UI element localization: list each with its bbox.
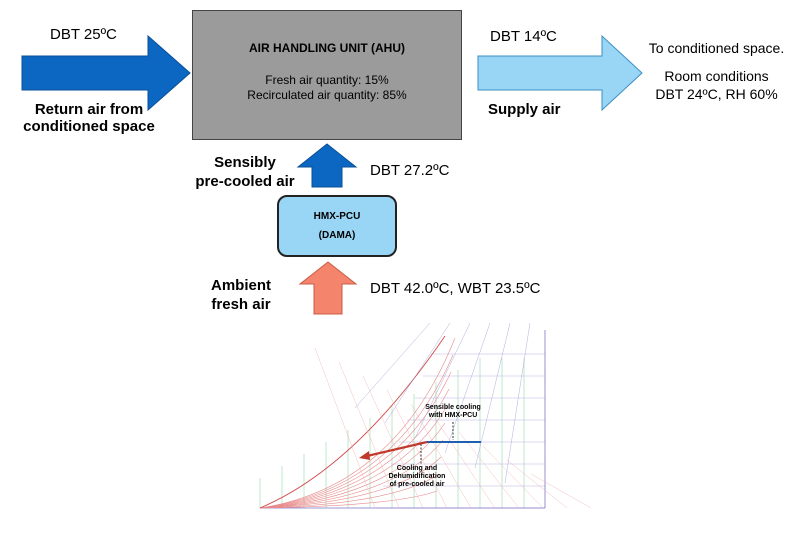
relative-humidity-curve [259,337,456,509]
relative-humidity-curve [259,371,452,509]
wet-bulb-line [386,389,448,509]
ahu-fresh-air: Fresh air quantity: 15% [265,73,389,87]
precooled-air-line1: Sensibly [214,154,276,171]
relative-humidity-curve [259,422,446,509]
saturation-curve [259,335,446,509]
enthalpy-line [354,322,431,409]
relative-humidity-curve [259,405,448,509]
ambient-air-temp: DBT 42.0ºC, WBT 23.5ºC [370,280,541,297]
conditioned-space-line1: To conditioned space. [648,40,785,56]
relative-humidity-curve [259,490,438,509]
wet-bulb-line [458,431,520,509]
wet-bulb-line [506,459,568,509]
wet-bulb-line [530,473,592,509]
wet-bulb-line [314,347,376,509]
ahu-recirculated-air: Recirculated air quantity: 85% [247,88,407,102]
sensible-cooling-line1: Sensible cooling [425,404,481,411]
ambient-air-line2: fresh air [211,296,271,313]
wet-bulb-line [362,375,424,509]
sensible-cooling-line2: with HMX-PCU [428,412,478,419]
relative-humidity-curve [259,354,454,509]
ahu-title: AIR HANDLING UNIT (AHU) [249,41,405,55]
enthalpy-line [414,322,471,439]
return-air-label-line2: conditioned space [23,118,155,135]
return-air-arrow [21,34,191,112]
relative-humidity-curve [259,388,450,509]
hmx-pcu-label: HMX-PCU [313,211,361,222]
supply-air-label: Supply air [488,101,561,118]
room-conditions-values: DBT 24ºC, RH 60% [655,86,778,102]
return-air-temp: DBT 25ºC [50,26,117,43]
precooled-air-label: Sensibly pre-cooled air [190,153,300,191]
room-conditions-label: Room conditions [664,68,769,84]
wet-bulb-line [338,361,400,509]
precooled-air-temp: DBT 27.2ºC [370,162,450,179]
enthalpy-line [444,322,491,454]
supply-air-temp: DBT 14ºC [490,28,557,45]
return-air-label-line1: Return air from [34,101,144,118]
precooled-air-line2: pre-cooled air [195,173,295,190]
hmx-dama-label: (DAMA) [318,230,356,241]
ambient-air-arrow [298,261,358,315]
return-air-label: Return air from conditioned space [14,101,164,135]
dehumidification-line [366,440,428,458]
ambient-air-line1: Ambient [211,277,271,294]
precooled-air-arrow [296,143,358,188]
dehumidification-arrowhead [359,451,370,460]
wet-bulb-line [434,417,496,509]
dehumidification-note: Cooling and Dehumidification of pre-cool… [382,465,452,489]
conditioned-space-note: To conditioned space. Room conditions DB… [634,39,799,103]
relative-humidity-curve [259,456,442,509]
sensible-cooling-note: Sensible cooling with HMX-PCU [422,404,484,420]
relative-humidity-curve [259,439,444,509]
ahu-box: AIR HANDLING UNIT (AHU) Fresh air quanti… [192,10,462,140]
enthalpy-line [474,322,511,469]
dehumidification-line3: of pre-cooled air [389,481,445,488]
relative-humidity-curve [259,473,440,509]
dehumidification-line1: Cooling and [396,465,438,472]
dehumidification-line2: Dehumidification [388,473,446,480]
wet-bulb-line [482,445,544,509]
enthalpy-line [504,322,531,484]
wet-bulb-line [410,403,472,509]
psychrometric-chart [259,322,592,509]
enthalpy-line [384,322,451,424]
ambient-air-label: Ambient fresh air [196,276,286,314]
supply-air-arrow [477,34,643,112]
hmx-pcu-box: HMX-PCU (DAMA) [277,195,397,257]
